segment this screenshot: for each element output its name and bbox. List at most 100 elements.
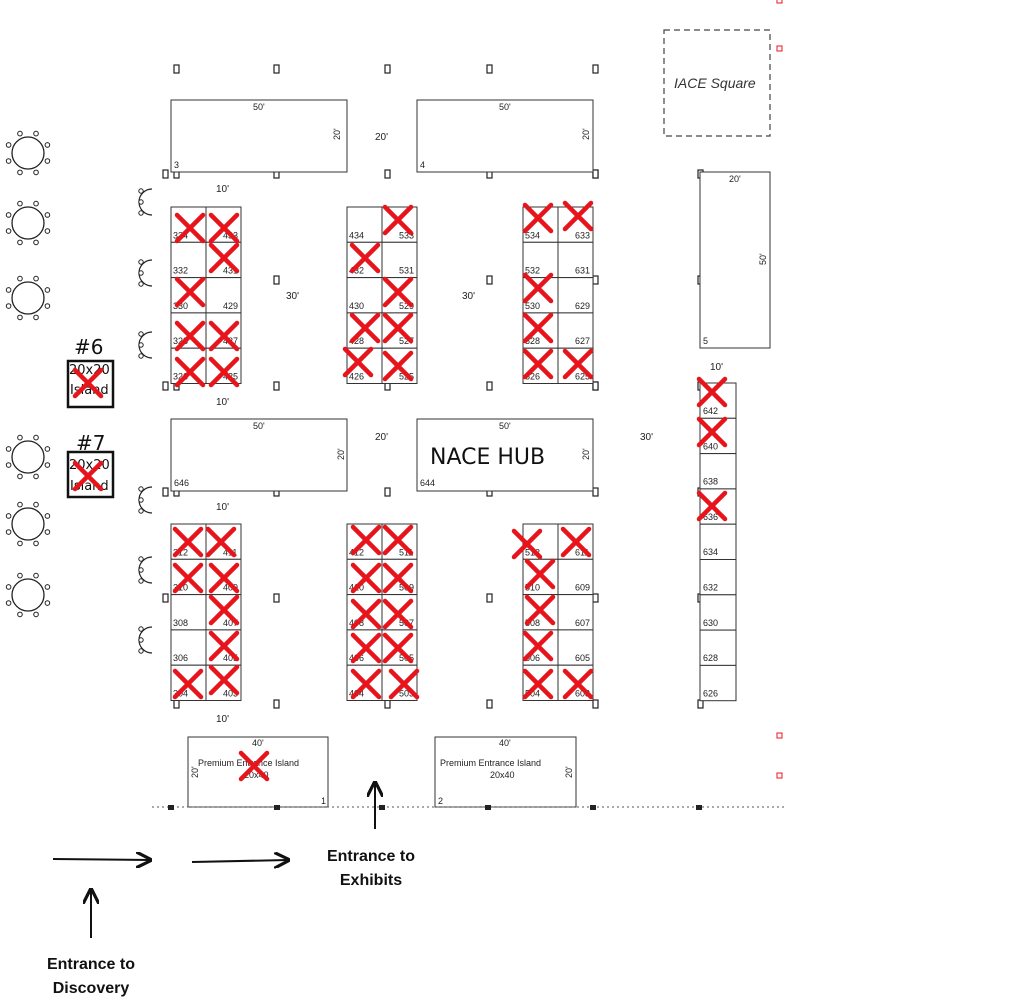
sold-x-marker [349,242,381,274]
half-table [138,556,153,584]
pillar [486,699,493,709]
sold-x-marker [562,668,594,700]
svg-text:20x40: 20x40 [490,770,515,780]
pillar [592,169,599,179]
booth-631[interactable]: 631 [557,241,594,279]
svg-text:Exhibits: Exhibits [340,872,402,889]
sold-x-marker [382,524,414,556]
entrance-exhibits-label: Entrance to Exhibits [327,848,415,889]
sold-x-marker [382,350,414,382]
booth-434[interactable]: 434 [346,206,383,243]
premium-island-2[interactable]: 40' Premium Entrance Island 20x40 20' 2 [434,736,577,808]
booth-number: 511 [399,547,413,557]
booth-328[interactable]: 328 [170,312,207,349]
booth-number: 328 [173,336,188,346]
booth-4[interactable]: 4 50' 20' [416,99,594,173]
booth-332[interactable]: 332 [170,241,207,279]
booth-627[interactable]: 627 [557,312,594,349]
sold-x-marker [174,212,206,244]
sold-x-marker [382,312,414,344]
booth-634[interactable]: 634 [699,523,737,561]
booth-630[interactable]: 630 [699,594,737,631]
booth-number: 510 [525,583,540,593]
booth-427[interactable]: 427 [205,312,242,349]
booth-503[interactable]: 503 [381,664,418,702]
sold-x-marker [238,750,270,782]
sold-x-marker [172,668,204,700]
booth-number: 326 [173,372,188,382]
booth-number: 529 [399,301,414,311]
booth-636[interactable]: 636 [699,488,737,525]
booth-607[interactable]: 607 [557,594,594,631]
aisle-dim: 30' [286,291,299,302]
booth-number: 504 [525,689,540,699]
pillar [273,593,280,603]
aisle-dim: 10' [216,184,229,195]
pillar [162,381,169,391]
round-table [5,572,51,618]
booth-425[interactable]: 425 [205,347,242,385]
booth-3[interactable]: 3 50' 20' [170,99,348,173]
booth-306[interactable]: 306 [170,629,207,666]
svg-text:20x40: 20x40 [244,770,269,780]
booth-632[interactable]: 632 [699,559,737,596]
sold-x-marker [522,202,554,234]
booth-326[interactable]: 326 [170,347,207,385]
booth-644-nace-hub[interactable]: 644 50' 20' NACE HUB [416,418,594,492]
booth-430[interactable]: 430 [346,277,383,314]
sold-x-marker [172,526,204,558]
booth-number: 432 [349,266,364,276]
wall-posts [168,805,702,810]
svg-text:2: 2 [438,796,443,806]
sold-x-marker [382,632,414,664]
sold-x-marker [350,632,382,664]
booth-number: 627 [575,336,590,346]
svg-text:50': 50' [499,102,511,112]
booth-629[interactable]: 629 [557,277,594,314]
pillar [486,381,493,391]
booth-429[interactable]: 429 [205,277,242,314]
booth-number: 526 [525,372,540,382]
pillar [592,487,599,497]
booth-number: 605 [575,653,590,663]
aisle-dim: 30' [462,291,475,302]
sold-x-marker [382,562,414,594]
sold-x-marker [511,528,543,560]
booth-number: 640 [703,441,718,451]
booth-532[interactable]: 532 [522,241,559,279]
booth-5[interactable]: 5 20' 50' [699,171,771,349]
booth-628[interactable]: 628 [699,629,737,666]
half-tables [138,188,153,654]
booth-638[interactable]: 638 [699,453,737,490]
svg-text:3: 3 [174,160,179,170]
round-table [5,434,51,480]
booth-609[interactable]: 609 [557,558,594,596]
sold-x-marker [208,562,240,594]
sold-x-marker [174,320,206,352]
booth-605[interactable]: 605 [557,629,594,666]
svg-text:#6: #6 [74,335,103,359]
booth-number: 534 [525,230,540,240]
booth-number: 628 [703,653,718,663]
booth-531[interactable]: 531 [381,241,418,279]
sold-x-marker [522,272,554,304]
sold-x-marker [208,630,240,662]
pillar [384,699,391,709]
pillar [592,699,599,709]
booth-646[interactable]: 646 50' 20' [170,418,348,492]
pillar [384,64,391,74]
sold-x-marker [522,312,554,344]
booth-308[interactable]: 308 [170,594,207,631]
sold-x-marker [560,526,592,558]
svg-text:20': 20' [581,128,591,140]
booth-626[interactable]: 626 [699,664,737,702]
pillar [384,169,391,179]
half-table [138,486,153,514]
sold-x-marker [172,562,204,594]
svg-text:20': 20' [564,766,574,778]
nace-hub-label: NACE HUB [430,445,545,470]
sold-x-marker [208,664,240,696]
half-table [138,331,153,359]
iace-square[interactable]: IACE Square [663,29,771,137]
